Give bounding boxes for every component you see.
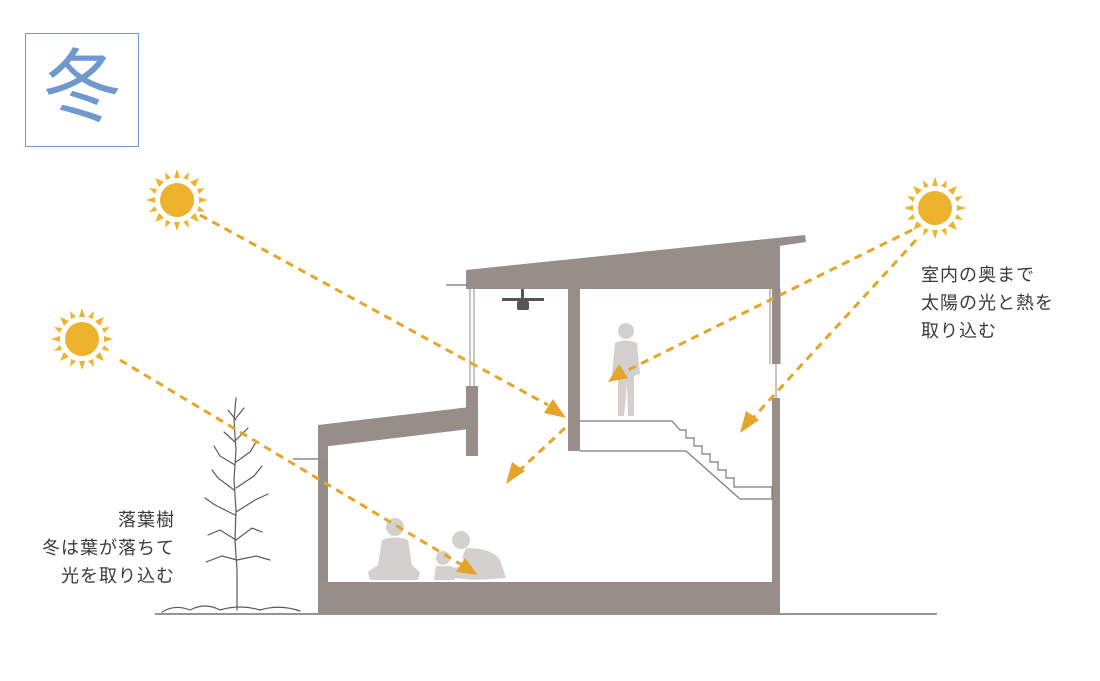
- interior-light-caption: 室内の奥まで 太陽の光と熱を 取り込む: [921, 262, 1054, 346]
- ceiling-fan-icon: [502, 289, 544, 310]
- caption-line: 落葉樹: [118, 510, 175, 531]
- ray-lower-left: [119, 358, 463, 567]
- right-wall-upper: [772, 246, 780, 364]
- lower-roof: [318, 407, 478, 446]
- deciduous-tree-caption: 落葉樹 冬は葉が落ちて 光を取り込む: [42, 507, 175, 591]
- arrowhead: [456, 558, 478, 575]
- central-column: [568, 289, 580, 451]
- sun-rays: [119, 213, 918, 567]
- arrowhead: [608, 364, 628, 382]
- season-label: 冬: [42, 41, 122, 134]
- ray-right-1: [623, 228, 913, 374]
- caption-line: 太陽の光と熱を: [921, 293, 1054, 314]
- foundation-slab: [318, 582, 780, 614]
- caption-line: 光を取り込む: [61, 566, 175, 587]
- caption-line: 室内の奥まで: [921, 265, 1035, 286]
- windows: [293, 284, 781, 580]
- caption-line: 取り込む: [921, 321, 997, 342]
- tree-icon: [161, 397, 301, 613]
- ray-right-2: [751, 238, 918, 420]
- right-wall-lower: [772, 398, 780, 582]
- house-section: [318, 235, 806, 614]
- sun-icon: [904, 177, 966, 239]
- arrowhead: [740, 411, 759, 433]
- arrowhead: [506, 462, 525, 484]
- ray-upper-left-reflect: [518, 426, 567, 472]
- mezzanine-stairs: [580, 420, 773, 500]
- ray-upper-left: [199, 213, 549, 407]
- season-label-box: 冬: [25, 33, 139, 147]
- caption-line: 冬は葉が落ちて: [42, 538, 175, 559]
- arrowhead: [544, 399, 566, 418]
- left-wall: [318, 446, 328, 582]
- sun-icon: [51, 308, 113, 370]
- upper-roof: [466, 235, 806, 289]
- person-icon: [368, 518, 420, 580]
- sun-icon: [146, 169, 208, 231]
- person-icon: [450, 531, 506, 580]
- ray-arrowheads: [456, 364, 759, 575]
